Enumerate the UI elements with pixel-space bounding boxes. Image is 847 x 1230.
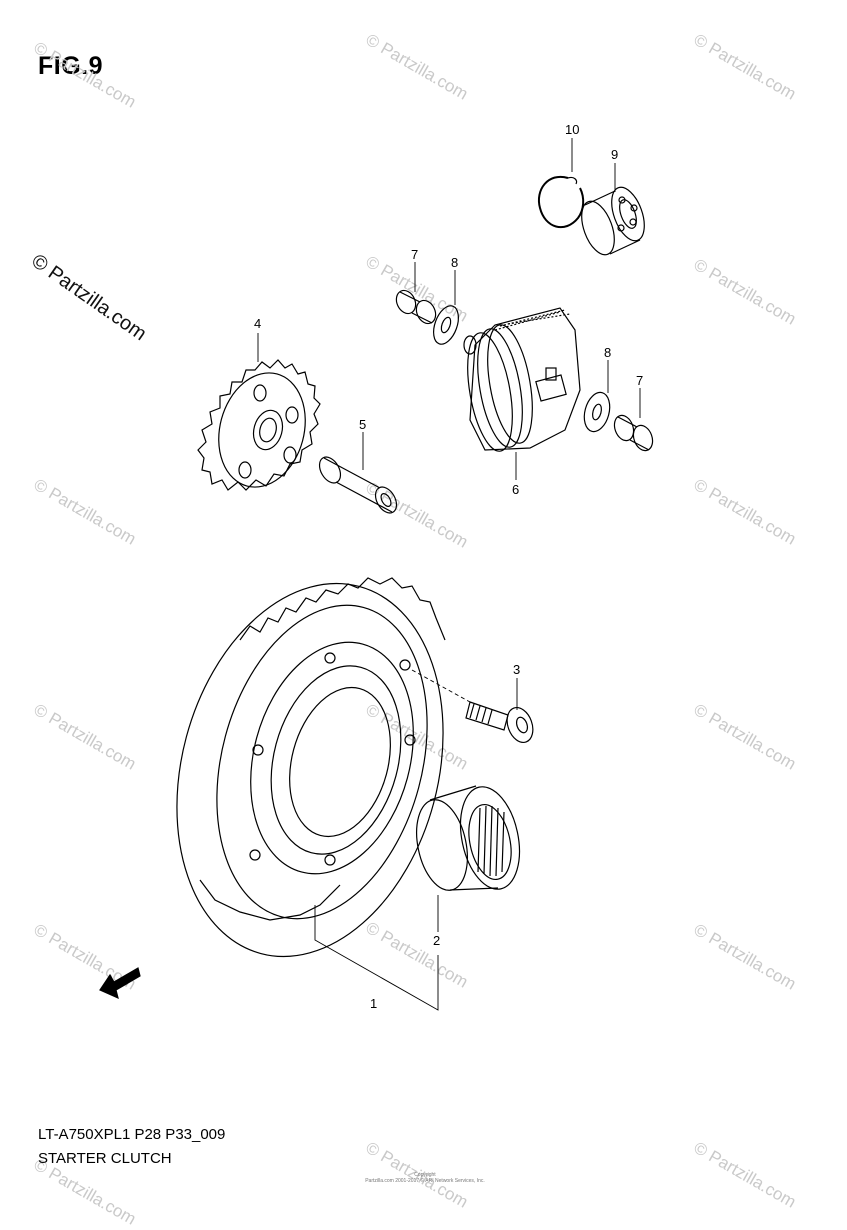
bushing-part-7 — [395, 289, 437, 325]
copyright-line: Partzilla.com 2001-2017 © ARI Network Se… — [365, 1178, 485, 1184]
bushing-part-7b — [613, 414, 654, 452]
callout-4: 4 — [254, 316, 262, 331]
callout-8: 8 — [451, 255, 459, 270]
bearing-part-9 — [581, 186, 645, 256]
bolt-part-3 — [465, 701, 534, 744]
diagram-title: STARTER CLUTCH — [38, 1150, 172, 1167]
starter-clutch-part-6 — [463, 307, 581, 452]
copyright-notice: Copyright Partzilla.com 2001-2017 © ARI … — [365, 1172, 485, 1184]
callout-7b: 7 — [636, 373, 644, 388]
figure-label: FIG.9 — [38, 52, 104, 80]
parts-diagram — [99, 138, 654, 1011]
one-way-clutch-part-2 — [416, 785, 521, 891]
callout-3: 3 — [513, 662, 521, 677]
callout-9: 9 — [611, 147, 619, 162]
callout-7: 7 — [411, 247, 419, 262]
idle-gear-part-4 — [197, 359, 321, 491]
starter-clutch-gear-part-1 — [176, 577, 446, 958]
washer-part-8b — [583, 391, 611, 433]
callout-2: 2 — [433, 933, 441, 948]
leader-lines — [257, 138, 641, 1011]
diagram-code: LT-A750XPL1 P28 P33_009 — [38, 1126, 226, 1143]
washer-part-8 — [433, 305, 459, 345]
copyright-line: Copyright — [414, 1172, 436, 1178]
shaft-part-5 — [318, 456, 398, 514]
callout-5: 5 — [359, 417, 367, 432]
callout-8b: 8 — [604, 345, 612, 360]
callout-1: 1 — [370, 996, 378, 1011]
front-arrow-icon — [99, 967, 141, 1000]
callout-10: 10 — [565, 122, 580, 137]
callout-6: 6 — [512, 482, 520, 497]
circlip-part-10 — [537, 175, 585, 229]
